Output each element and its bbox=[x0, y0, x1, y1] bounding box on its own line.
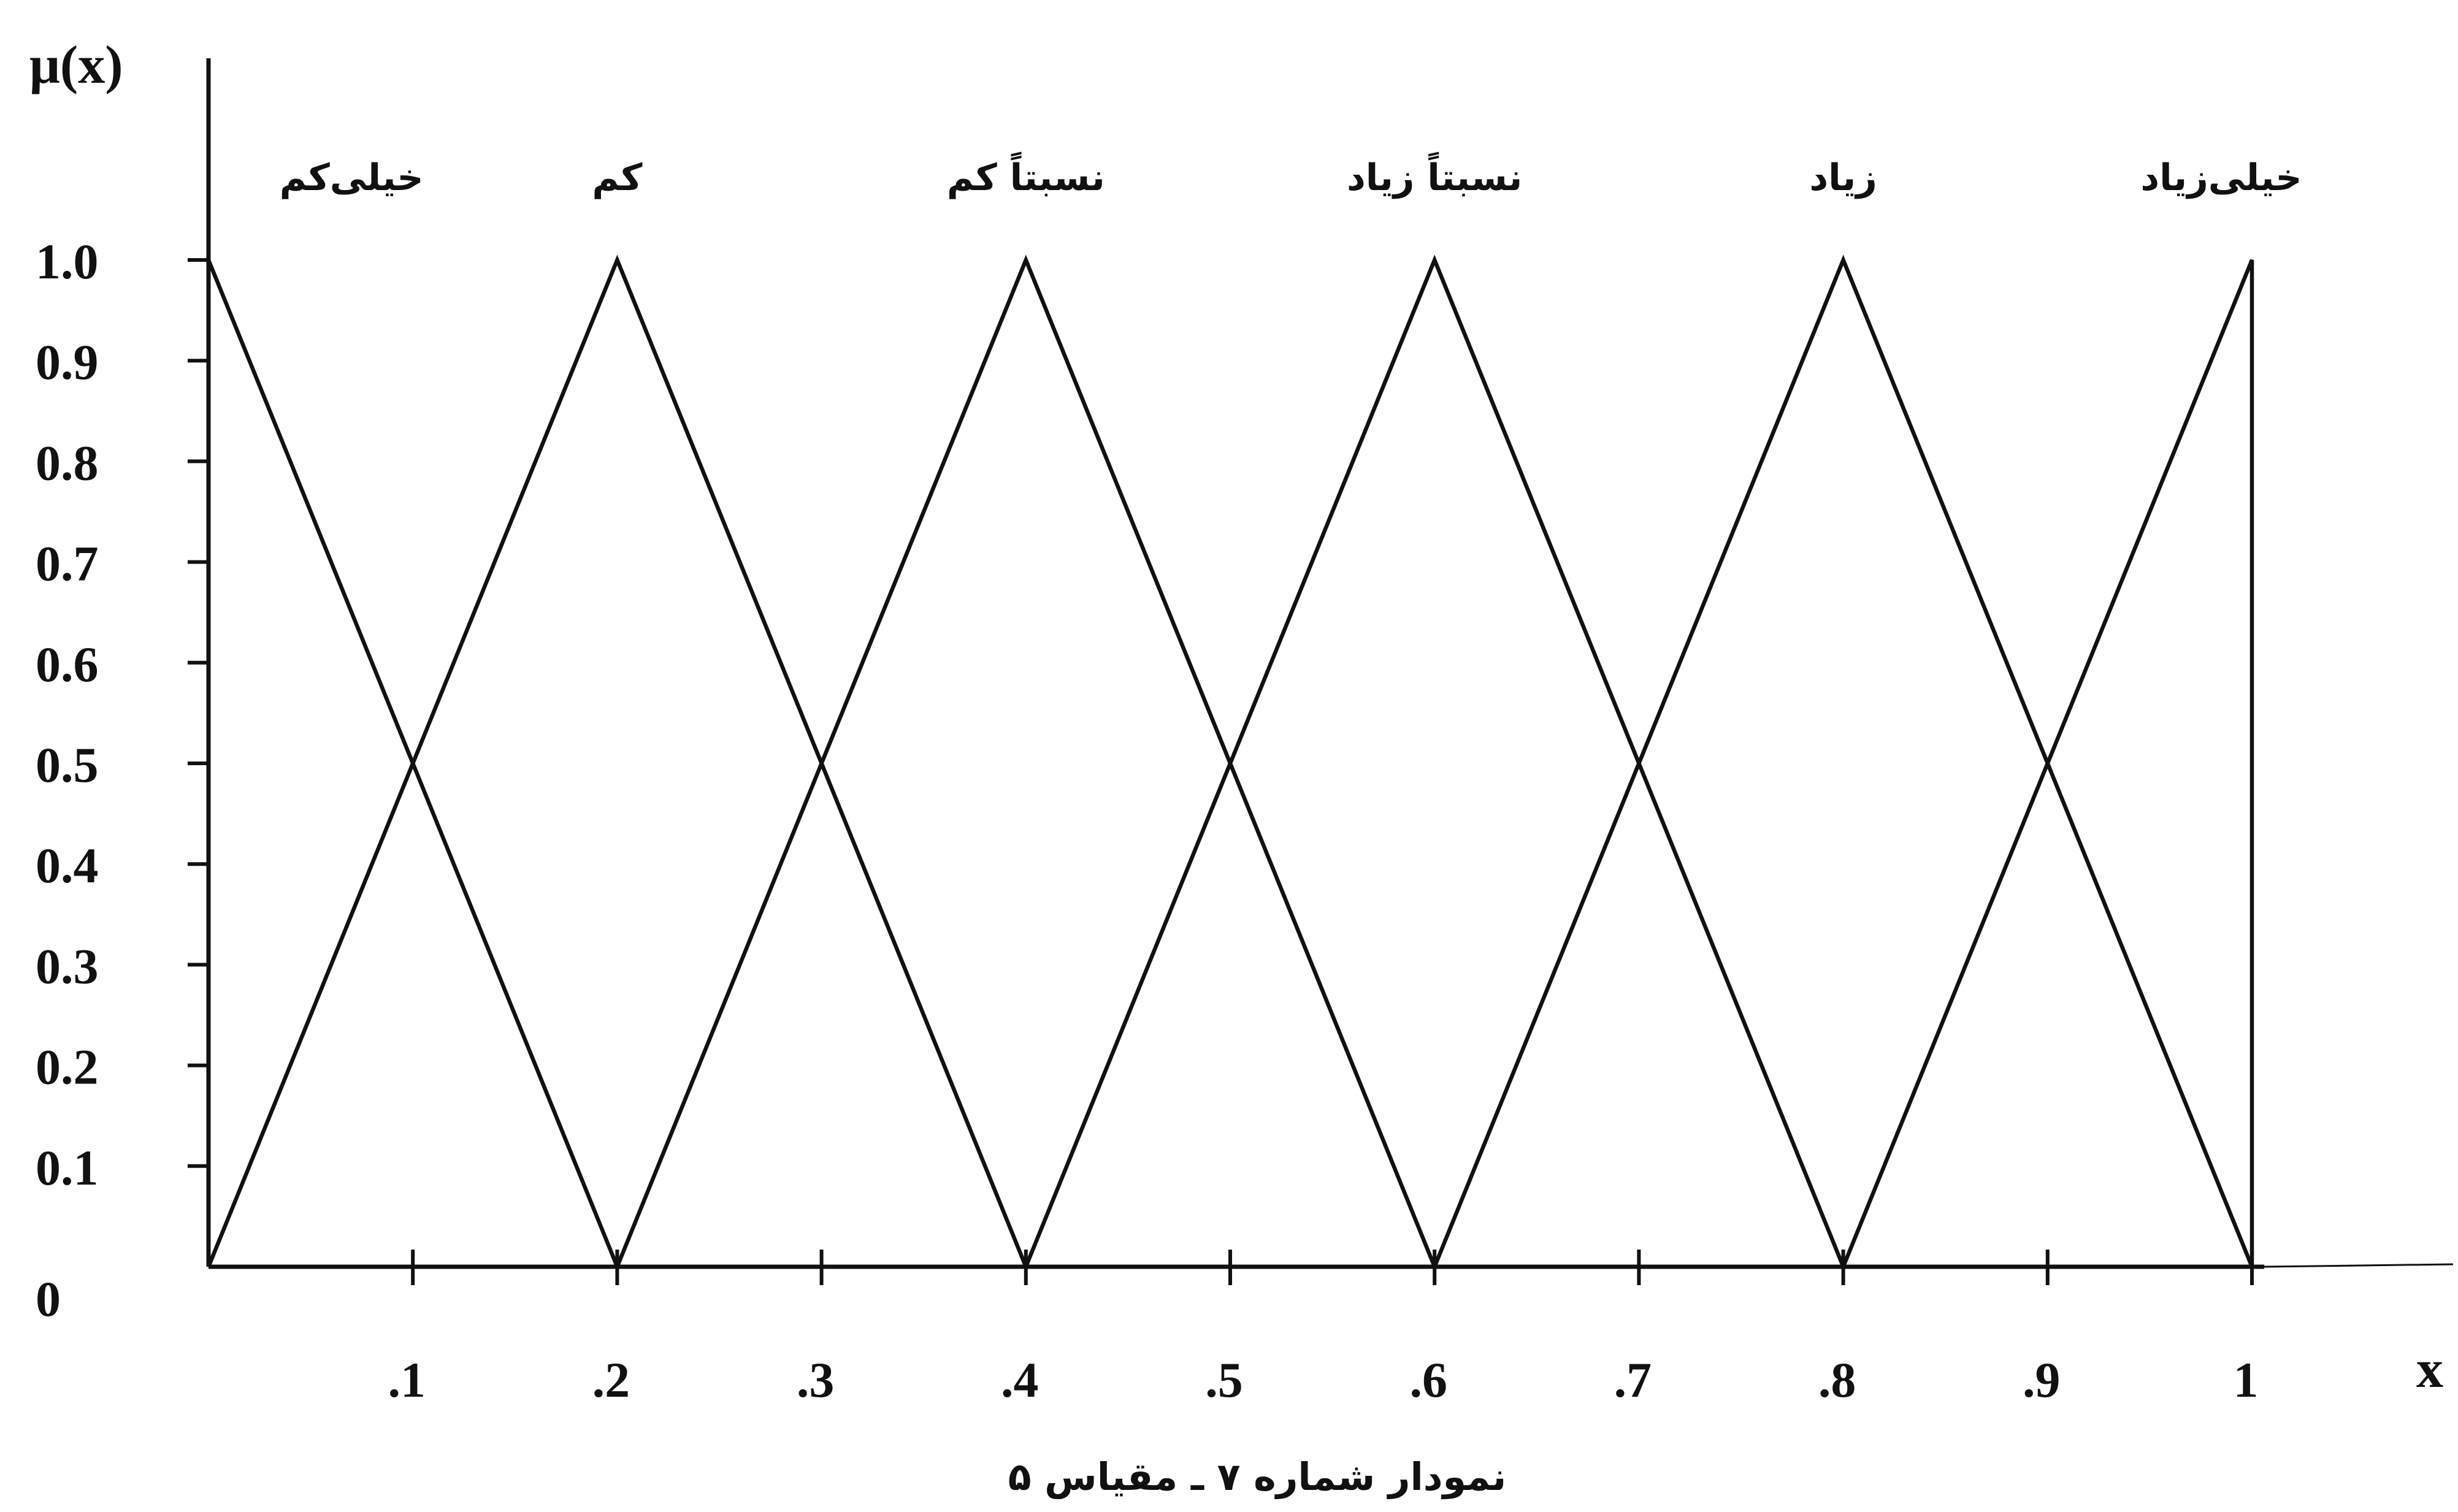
series-label: کم bbox=[592, 156, 642, 199]
x-tick-label: .3 bbox=[797, 1352, 835, 1408]
series-group bbox=[206, 254, 2254, 1268]
series-line bbox=[1433, 254, 2254, 1268]
series-label: نسبتاً زیاد bbox=[1347, 151, 1522, 199]
series-label: نسبتاً کم bbox=[947, 151, 1105, 199]
y-tick-label: 0 bbox=[36, 1271, 61, 1327]
y-tick-label: 0.6 bbox=[36, 636, 99, 692]
x-tick-label: .8 bbox=[1818, 1352, 1856, 1408]
series-label: خیلی‌زیاد bbox=[2140, 156, 2302, 199]
y-tick-label: 0.7 bbox=[36, 536, 99, 592]
series-label: خیلی‌کم bbox=[280, 156, 424, 199]
x-tick-label: .5 bbox=[1205, 1352, 1243, 1408]
y-tick-label: 0.1 bbox=[36, 1140, 99, 1196]
x-tick-label: .7 bbox=[1614, 1352, 1652, 1408]
axes: 0 0.1 0.2 0.3 0.4 0.5 0.6 0.7 0.8 0.9 1.0 .1 .2 .3 .4.… bbox=[36, 58, 2454, 1408]
x-tick-label: 1 bbox=[2234, 1352, 2259, 1408]
x-tick-label: .2 bbox=[592, 1352, 630, 1408]
y-tick-label: 0.3 bbox=[36, 938, 99, 994]
y-tick-label: 0.2 bbox=[36, 1039, 99, 1095]
y-axis-label: μ(x) bbox=[29, 36, 123, 95]
chart-caption: نمودار شماره ۷ ـ مقیاس ۵ bbox=[1008, 1454, 1507, 1499]
series-line bbox=[1841, 259, 2254, 1268]
x-axis-extension bbox=[2264, 1263, 2454, 1268]
x-tick-label: .1 bbox=[388, 1352, 426, 1408]
y-tick-label: 1.0 bbox=[36, 234, 99, 289]
y-tick-label: 0.5 bbox=[36, 737, 99, 793]
x-axis-label: x bbox=[2416, 1340, 2443, 1399]
y-tick-label: 0.9 bbox=[36, 334, 99, 390]
labels-group: خیلی‌کم کم نسبتاً کم نسبتاً زیاد زیاد خیلی‌زی… bbox=[280, 151, 2302, 199]
x-tick-label: .4 bbox=[1001, 1352, 1039, 1408]
y-tick-label: 0.8 bbox=[36, 435, 99, 491]
x-tick-label: .6 bbox=[1409, 1352, 1447, 1408]
series-line bbox=[615, 254, 1437, 1268]
y-tick-label: 0.4 bbox=[36, 838, 99, 893]
x-tick-label: .9 bbox=[2023, 1352, 2061, 1408]
series-line bbox=[206, 254, 1028, 1268]
series-line bbox=[1024, 254, 1845, 1268]
series-label: زیاد bbox=[1809, 156, 1877, 199]
